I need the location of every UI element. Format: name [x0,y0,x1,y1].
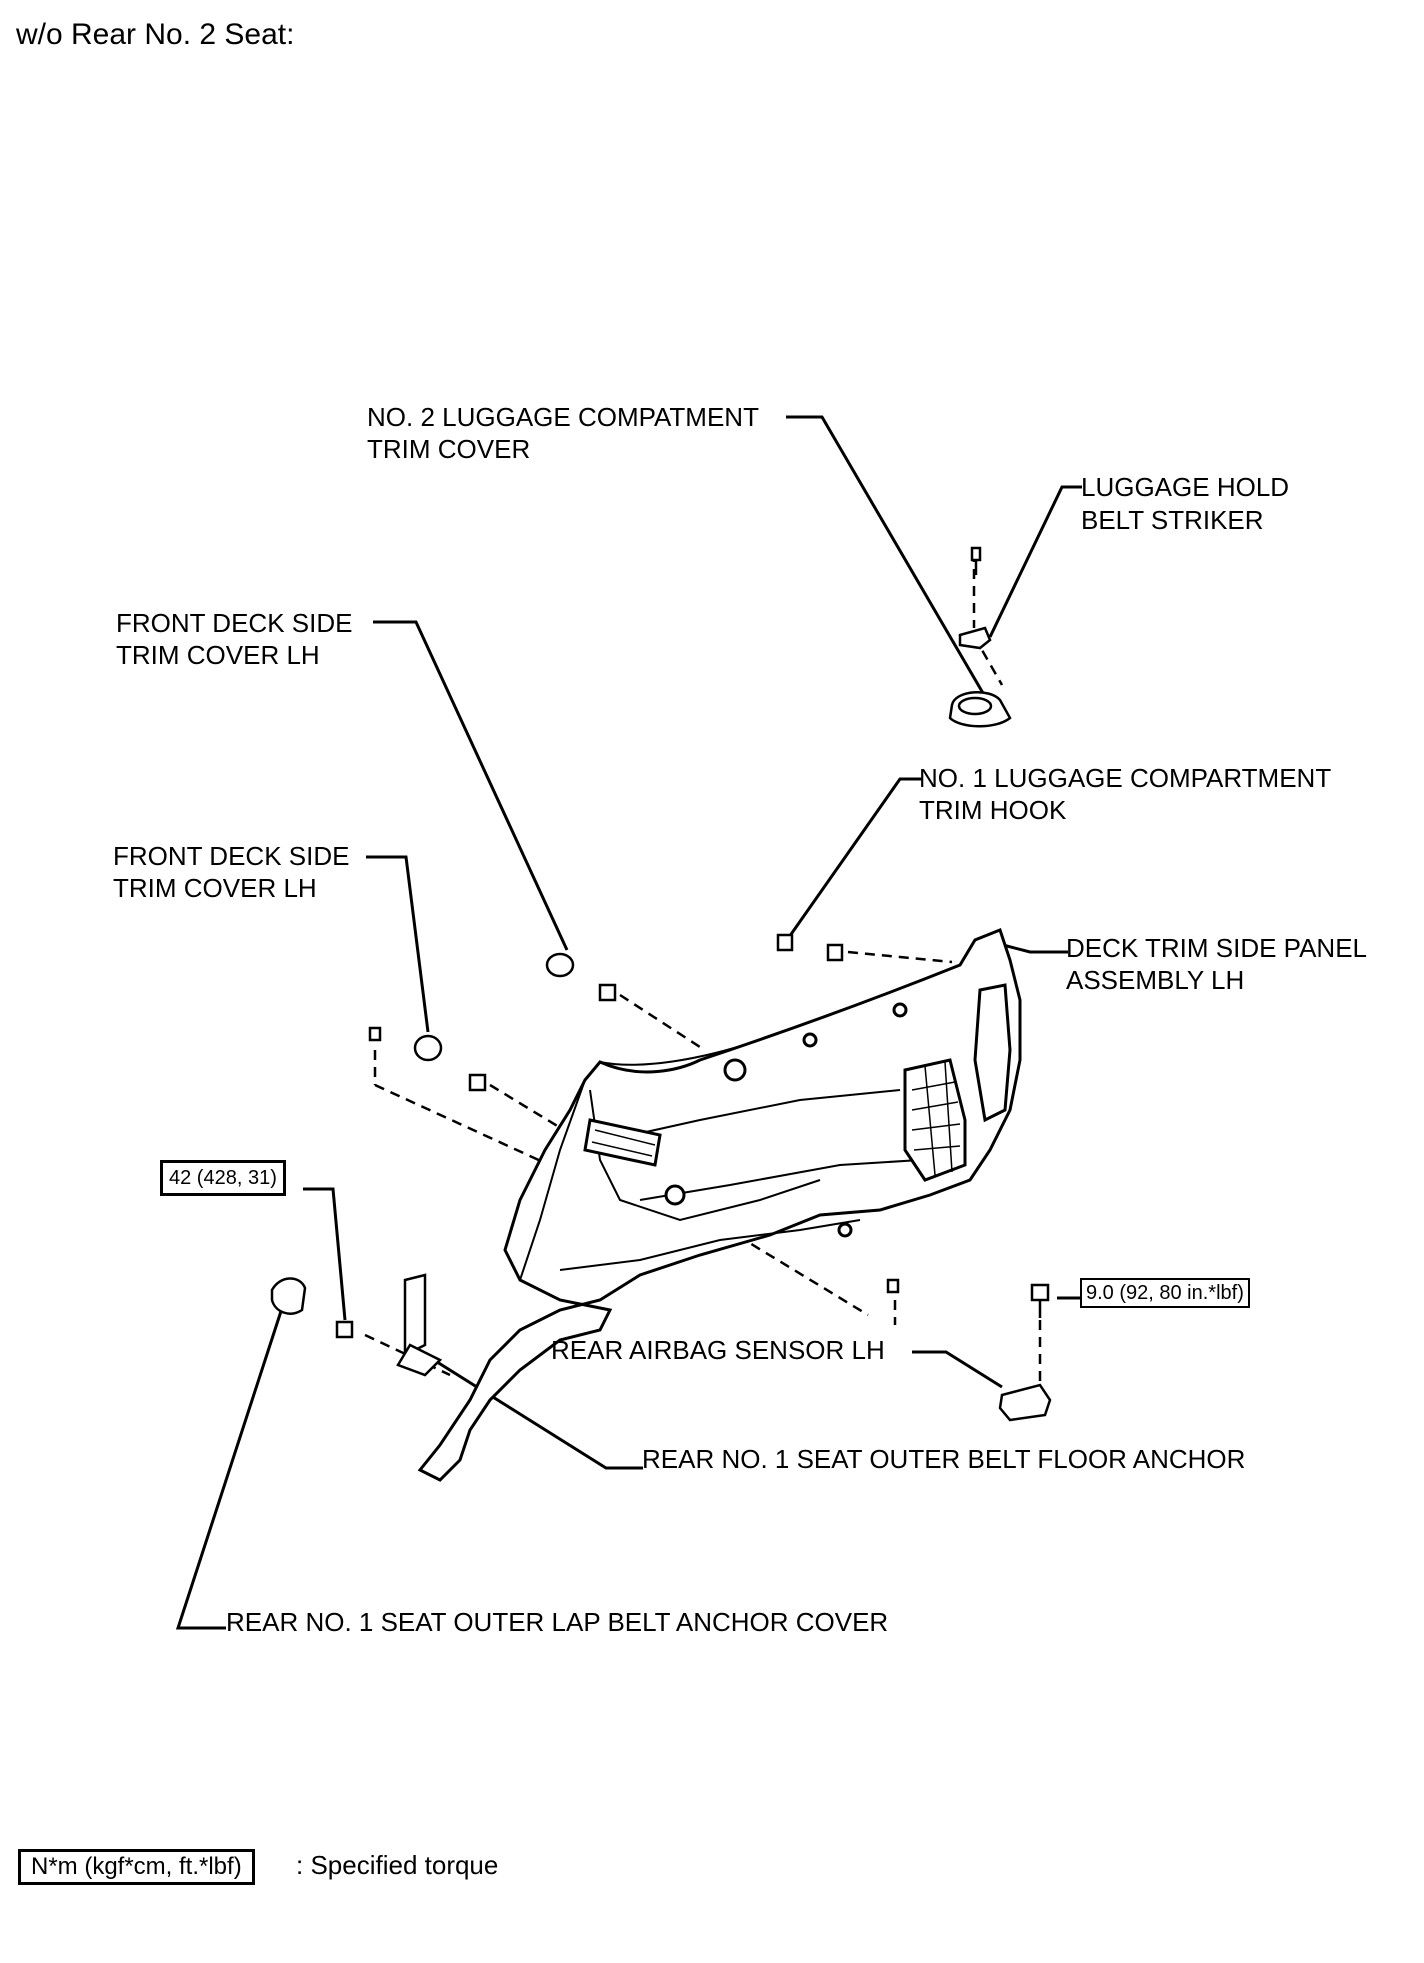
torque-box-airbag-sensor: 9.0 (92, 80 in.*lbf) [1080,1278,1250,1308]
label-front-deck-cover-1-line2: TRIM COVER LH [116,640,320,670]
legend-unit-box: N*m (kgf*cm, ft.*lbf) [18,1849,255,1885]
lap-belt-anchor-cover [270,1277,307,1315]
label-belt-striker-line1: LUGGAGE HOLD [1081,472,1290,502]
leader-belt-striker [988,485,1082,638]
label-front-deck-cover-2-line1: FRONT DECK SIDE [113,841,350,871]
label-lap-belt-anchor-cover: REAR NO. 1 SEAT OUTER LAP BELT ANCHOR CO… [226,1607,889,1637]
rear-airbag-sensor [998,1383,1052,1422]
label-belt-striker-line2: BELT STRIKER [1081,505,1264,535]
leader-trim-hook [785,777,922,941]
leader-front-deck-cover-1 [373,620,569,951]
leader-airbag-sensor [912,1350,1003,1389]
legend-description: : Specified torque [296,1850,499,1880]
torque-box-belt-anchor: 42 (428, 31) [160,1160,286,1196]
label-floor-anchor: REAR NO. 1 SEAT OUTER BELT FLOOR ANCHOR [642,1444,1246,1474]
label-trim-hook-line2: TRIM HOOK [919,795,1067,825]
leader-deck-panel [1002,943,1068,954]
page-title: w/o Rear No. 2 Seat: [16,18,295,51]
leader-lap-cover [175,1304,285,1630]
label-front-deck-cover-2-line2: TRIM COVER LH [113,873,317,903]
leader-no2-trim-cover [786,415,996,713]
deck-trim-side-panel [417,928,1022,1482]
label-trim-hook-line1: NO. 1 LUGGAGE COMPARTMENT [919,763,1332,793]
label-no2-luggage-trim-cover-line1: NO. 2 LUGGAGE COMPATMENT [367,402,759,432]
luggage-hold-belt-striker [948,546,1012,728]
clip-parts [335,933,1050,1339]
leader-torque-42 [303,1187,347,1321]
label-front-deck-cover-1-line1: FRONT DECK SIDE [116,608,353,638]
seat-belt-floor-anchor [396,1273,443,1377]
label-deck-panel-line2: ASSEMBLY LH [1066,965,1245,995]
leader-front-deck-cover-2 [366,855,430,1033]
label-no2-luggage-trim-cover-line2: TRIM COVER [367,434,531,464]
label-deck-panel-line1: DECK TRIM SIDE PANEL [1066,933,1367,963]
label-rear-airbag-sensor: REAR AIRBAG SENSOR LH [551,1335,885,1365]
